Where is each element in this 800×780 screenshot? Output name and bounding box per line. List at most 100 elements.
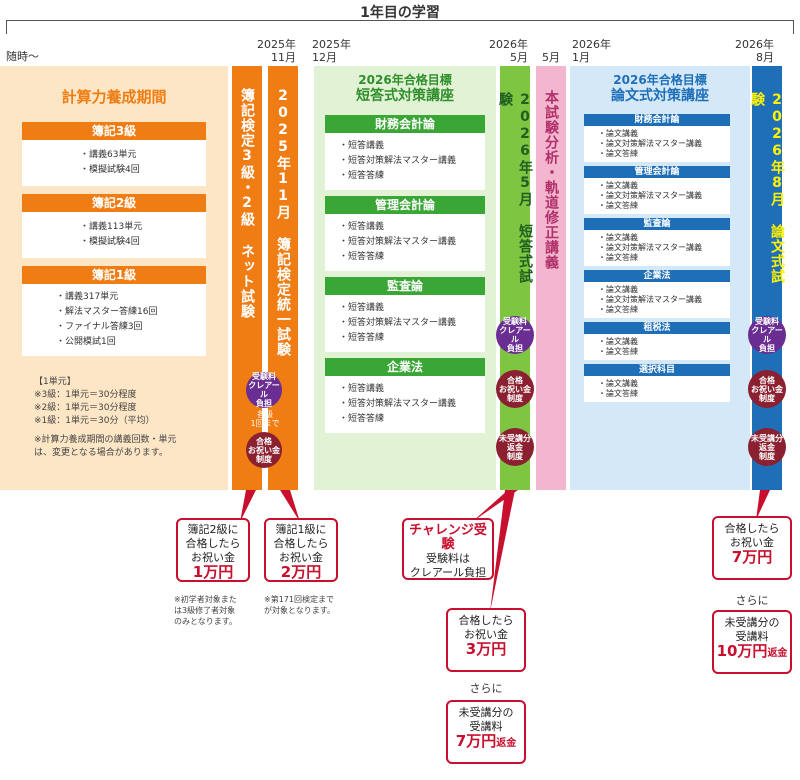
henkin-badge-ronbun: 未受講分返金制度 bbox=[748, 428, 786, 466]
list-item: 論文対策解法マスター講義 bbox=[598, 243, 730, 253]
note-line: は、変更となる場合があります。 bbox=[34, 448, 168, 458]
section-0: 簿記3級講義63単元模擬試験4回 bbox=[22, 122, 206, 186]
section-body: 論文講義論文対策解法マスター講義論文答練 bbox=[584, 282, 730, 318]
section-3: 企業法短答講義短答対策解法マスター講義短答答練 bbox=[325, 358, 485, 433]
section-body: 論文講義論文対策解法マスター講義論文答練 bbox=[584, 126, 730, 162]
title-bracket bbox=[6, 20, 794, 34]
note-line: ※1級：1単元＝30分（平均） bbox=[34, 416, 155, 426]
fee-badge-tanto: 受験料クレアール負担 bbox=[496, 316, 534, 354]
section-body: 講義113単元模擬試験4回 bbox=[22, 212, 206, 258]
list-item: 論文答練 bbox=[598, 149, 730, 159]
section-3: 企業法論文講義論文対策解法マスター講義論文答練 bbox=[584, 270, 730, 318]
section-2: 監査論論文講義論文対策解法マスター講義論文答練 bbox=[584, 218, 730, 266]
callout-boki1-note: ※第171回検定までが対象となります。 bbox=[264, 595, 335, 615]
list-item: 講義63単元 bbox=[80, 148, 206, 163]
ronbun-exam-bar bbox=[752, 66, 782, 490]
section-head: 簿記1級 bbox=[22, 266, 206, 284]
tanto-title: 2026年合格目標短答式対策講座 bbox=[356, 73, 454, 104]
section-body: 講義317単元解法マスター答練16回ファイナル答練3回公開模試1回 bbox=[22, 284, 206, 356]
section-1: 簿記2級講義113単元模擬試験4回 bbox=[22, 194, 206, 258]
page-title: 1年目の学習 bbox=[360, 5, 440, 21]
section-head: 選択科目 bbox=[584, 364, 730, 376]
section-body: 短答講義短答対策解法マスター講義短答答練 bbox=[325, 376, 485, 433]
list-item: 短答対策解法マスター講義 bbox=[339, 235, 485, 250]
date-start: 随時～ bbox=[6, 50, 39, 63]
henkin-badge-tanto: 未受講分返金制度 bbox=[496, 428, 534, 466]
list-item: 短答答練 bbox=[339, 412, 485, 427]
section-head: 企業法 bbox=[325, 358, 485, 376]
section-head: 監査論 bbox=[325, 277, 485, 295]
section-body: 短答講義短答対策解法マスター講義短答答練 bbox=[325, 214, 485, 271]
list-item: 短答講義 bbox=[339, 301, 485, 316]
section-head: 簿記2級 bbox=[22, 194, 206, 212]
section-head: 財務会計論 bbox=[584, 114, 730, 126]
callout-boki2-note: ※初学者対象または3級修了者対象のみとなります。 bbox=[174, 595, 237, 626]
list-item: 短答対策解法マスター講義 bbox=[339, 154, 485, 169]
note-line: ※3級：1単元＝30分程度 bbox=[34, 390, 137, 400]
section-head: 監査論 bbox=[584, 218, 730, 230]
net-exam-bar: 簿記検定3級・2級 ネット試験 bbox=[232, 66, 262, 490]
ronbun-sections: 財務会計論論文講義論文対策解法マスター講義論文答練管理会計論論文講義論文対策解法… bbox=[584, 114, 730, 406]
note-line: 【1単元】 bbox=[34, 377, 76, 387]
list-item: 短答答練 bbox=[339, 169, 485, 184]
section-body: 論文講義論文対策解法マスター講義論文答練 bbox=[584, 178, 730, 214]
list-item: 短答答練 bbox=[339, 331, 485, 346]
list-item: 論文講義 bbox=[598, 233, 730, 243]
date-5: 5月 bbox=[542, 51, 560, 64]
list-item: 論文講義 bbox=[598, 337, 730, 347]
section-4: 租税法論文講義論文答練 bbox=[584, 322, 730, 360]
section-head: 管理会計論 bbox=[325, 196, 485, 214]
list-item: 模擬試験4回 bbox=[80, 235, 206, 250]
connector-c1 bbox=[240, 490, 256, 522]
section-head: 企業法 bbox=[584, 270, 730, 282]
section-body: 短答講義短答対策解法マスター講義短答答練 bbox=[325, 295, 485, 352]
list-item: 論文対策解法マスター講義 bbox=[598, 295, 730, 305]
toitsu-exam-bar: 2025年11月 簿記検定統一試験 bbox=[268, 66, 298, 490]
section-1: 管理会計論短答講義短答対策解法マスター講義短答答練 bbox=[325, 196, 485, 271]
section-2: 監査論短答講義短答対策解法マスター講義短答答練 bbox=[325, 277, 485, 352]
ronbun-title: 2026年合格目標論文式対策講座 bbox=[611, 73, 709, 104]
section-1: 管理会計論論文講義論文対策解法マスター講義論文答練 bbox=[584, 166, 730, 214]
section-head: 管理会計論 bbox=[584, 166, 730, 178]
note-line: ※計算力養成期間の講義回数・単元 bbox=[34, 435, 177, 445]
section-body: 論文講義論文対策解法マスター講義論文答練 bbox=[584, 230, 730, 266]
gokaku-badge-ronbun: 合格お祝い金制度 bbox=[748, 370, 786, 408]
list-item: 短答講義 bbox=[339, 382, 485, 397]
note-line: ※2級：1単元＝30分程度 bbox=[34, 403, 137, 413]
list-item: 論文講義 bbox=[598, 129, 730, 139]
sarani-tanto: さらに bbox=[469, 682, 503, 695]
callout-challenge: チャレンジ受験受験料はクレアール負担 bbox=[402, 518, 494, 580]
gokaku-badge-boki: 合格お祝い金制度 bbox=[246, 432, 282, 468]
section-head: 租税法 bbox=[584, 322, 730, 334]
list-item: 短答答練 bbox=[339, 250, 485, 265]
list-item: 模擬試験4回 bbox=[80, 163, 206, 178]
boki-notes: 【1単元】 ※3級：1単元＝30分程度 ※2級：1単元＝30分程度 ※1級：1単元＝3… bbox=[34, 376, 224, 460]
connector-c5 bbox=[756, 490, 770, 520]
list-item: 論文答練 bbox=[598, 347, 730, 357]
list-item: ファイナル答練3回 bbox=[56, 320, 206, 335]
gokaku-badge-tanto: 合格お祝い金制度 bbox=[496, 370, 534, 408]
section-body: 短答講義短答対策解法マスター講義短答答練 bbox=[325, 133, 485, 190]
analysis-bar: 本試験分析・軌道修正講義 bbox=[536, 66, 566, 490]
section-0: 財務会計論短答講義短答対策解法マスター講義短答答練 bbox=[325, 115, 485, 190]
list-item: 講義113単元 bbox=[80, 220, 206, 235]
fee-badge-ronbun: 受験料クレアール負担 bbox=[748, 316, 786, 354]
list-item: 短答対策解法マスター講義 bbox=[339, 397, 485, 412]
list-item: 論文講義 bbox=[598, 181, 730, 191]
list-item: 論文対策解法マスター講義 bbox=[598, 191, 730, 201]
boki-sections: 簿記3級講義63単元模擬試験4回簿記2級講義113単元模擬試験4回簿記1級講義3… bbox=[22, 122, 206, 364]
section-5: 選択科目論文講義論文答練 bbox=[584, 364, 730, 402]
list-item: 論文講義 bbox=[598, 285, 730, 295]
fee-badge-boki: 受験料クレアール負担 bbox=[246, 372, 282, 408]
section-head: 簿記3級 bbox=[22, 122, 206, 140]
section-body: 論文講義論文答練 bbox=[584, 334, 730, 360]
